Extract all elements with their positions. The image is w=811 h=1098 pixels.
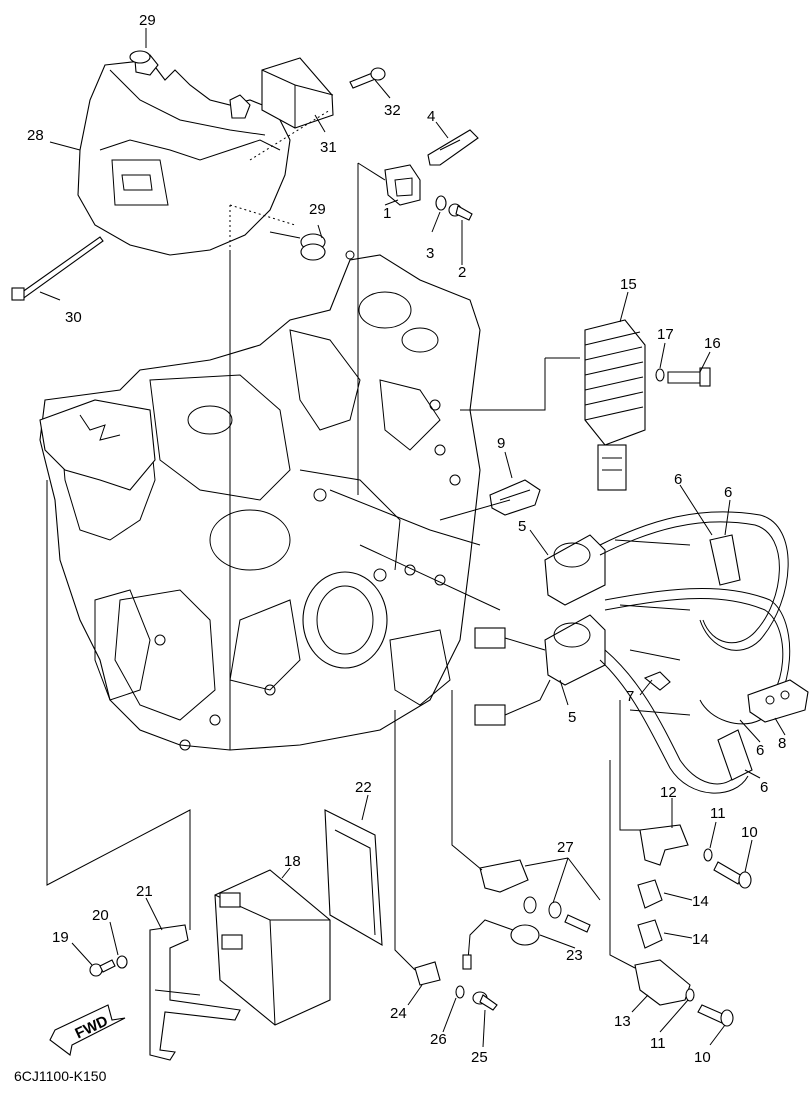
callout-5: 5 — [568, 709, 576, 726]
callout-11: 11 — [710, 805, 726, 822]
callout-3: 3 — [426, 245, 434, 262]
part-27-sensor — [479, 859, 591, 933]
callout-24: 24 — [390, 1005, 407, 1022]
engine-block — [39, 250, 481, 751]
callout-17: 17 — [657, 326, 674, 343]
callout-6: 6 — [674, 471, 682, 488]
callout-20: 20 — [92, 907, 109, 924]
part-16-bolt — [667, 367, 711, 387]
callout-8: 8 — [778, 735, 786, 752]
callout-6: 6 — [724, 484, 732, 501]
callout-23: 23 — [566, 947, 583, 964]
callout-2: 2 — [458, 264, 466, 281]
callout-30: 30 — [65, 309, 82, 326]
callout-14: 14 — [692, 893, 709, 910]
part-19-bolt — [89, 959, 116, 977]
callout-9: 9 — [497, 435, 505, 452]
part-31-box — [249, 57, 334, 161]
callout-29: 29 — [309, 201, 326, 218]
leader-lines — [39, 28, 786, 1048]
part-5-coils — [474, 534, 606, 726]
part-32-bolt — [349, 67, 386, 89]
callout-31: 31 — [320, 139, 337, 156]
part-11-washer-b — [685, 988, 695, 1002]
callout-32: 32 — [384, 102, 401, 119]
callout-13: 13 — [614, 1013, 631, 1030]
part-11-washer-a — [703, 848, 713, 862]
drawing-code: 6CJ1100-K150 — [14, 1068, 107, 1084]
part-3-washer — [435, 195, 447, 211]
top-cover-assembly — [11, 50, 326, 301]
part-8-holder — [747, 679, 809, 723]
callout-27: 27 — [557, 839, 574, 856]
part-18-cdi-unit — [214, 869, 331, 1026]
part-20-washer — [116, 955, 128, 969]
part-4-clip — [427, 129, 479, 166]
part-1-holder — [384, 164, 421, 206]
callout-12: 12 — [660, 784, 677, 801]
callout-29: 29 — [139, 12, 156, 29]
part-7-clip — [643, 671, 671, 691]
callout-18: 18 — [284, 853, 301, 870]
part-24-clip — [414, 961, 441, 986]
callout-22: 22 — [355, 779, 372, 796]
callout-10: 10 — [741, 824, 758, 841]
callout-6: 6 — [760, 779, 768, 796]
part-25-bolt — [472, 991, 498, 1011]
callout-7: 7 — [626, 688, 634, 705]
callout-5: 5 — [518, 518, 526, 535]
part-22-plate — [324, 809, 383, 946]
part-21-bracket — [149, 924, 241, 1061]
part-15-rectifier — [584, 319, 646, 491]
part-14-clamps — [637, 879, 663, 949]
callout-6: 6 — [756, 742, 764, 759]
callout-21: 21 — [136, 883, 153, 900]
part-10-bolt-a — [713, 861, 752, 889]
fwd-arrow-icon: FWD — [49, 1004, 126, 1056]
callout-labels: 29 28 29 30 31 32 4 1 3 2 15 17 16 9 5 5… — [27, 12, 786, 1066]
part-2-screw — [448, 203, 473, 221]
part-13-bracket — [634, 959, 691, 1006]
part-17-washer — [655, 368, 665, 382]
part-10-bolt-b — [697, 1004, 734, 1027]
callout-28: 28 — [27, 127, 44, 144]
part-26-washer — [455, 985, 465, 999]
callout-16: 16 — [704, 335, 721, 352]
part-9-clamp — [489, 479, 541, 516]
part-12-bracket — [639, 824, 689, 866]
part-23-grommet — [462, 919, 540, 970]
callout-14: 14 — [692, 931, 709, 948]
callout-26: 26 — [430, 1031, 447, 1048]
callout-4: 4 — [427, 108, 435, 125]
callout-25: 25 — [471, 1049, 488, 1066]
callout-10: 10 — [694, 1049, 711, 1066]
callout-19: 19 — [52, 929, 69, 946]
callout-11: 11 — [650, 1035, 666, 1052]
callout-1: 1 — [383, 205, 391, 222]
callout-15: 15 — [620, 276, 637, 293]
